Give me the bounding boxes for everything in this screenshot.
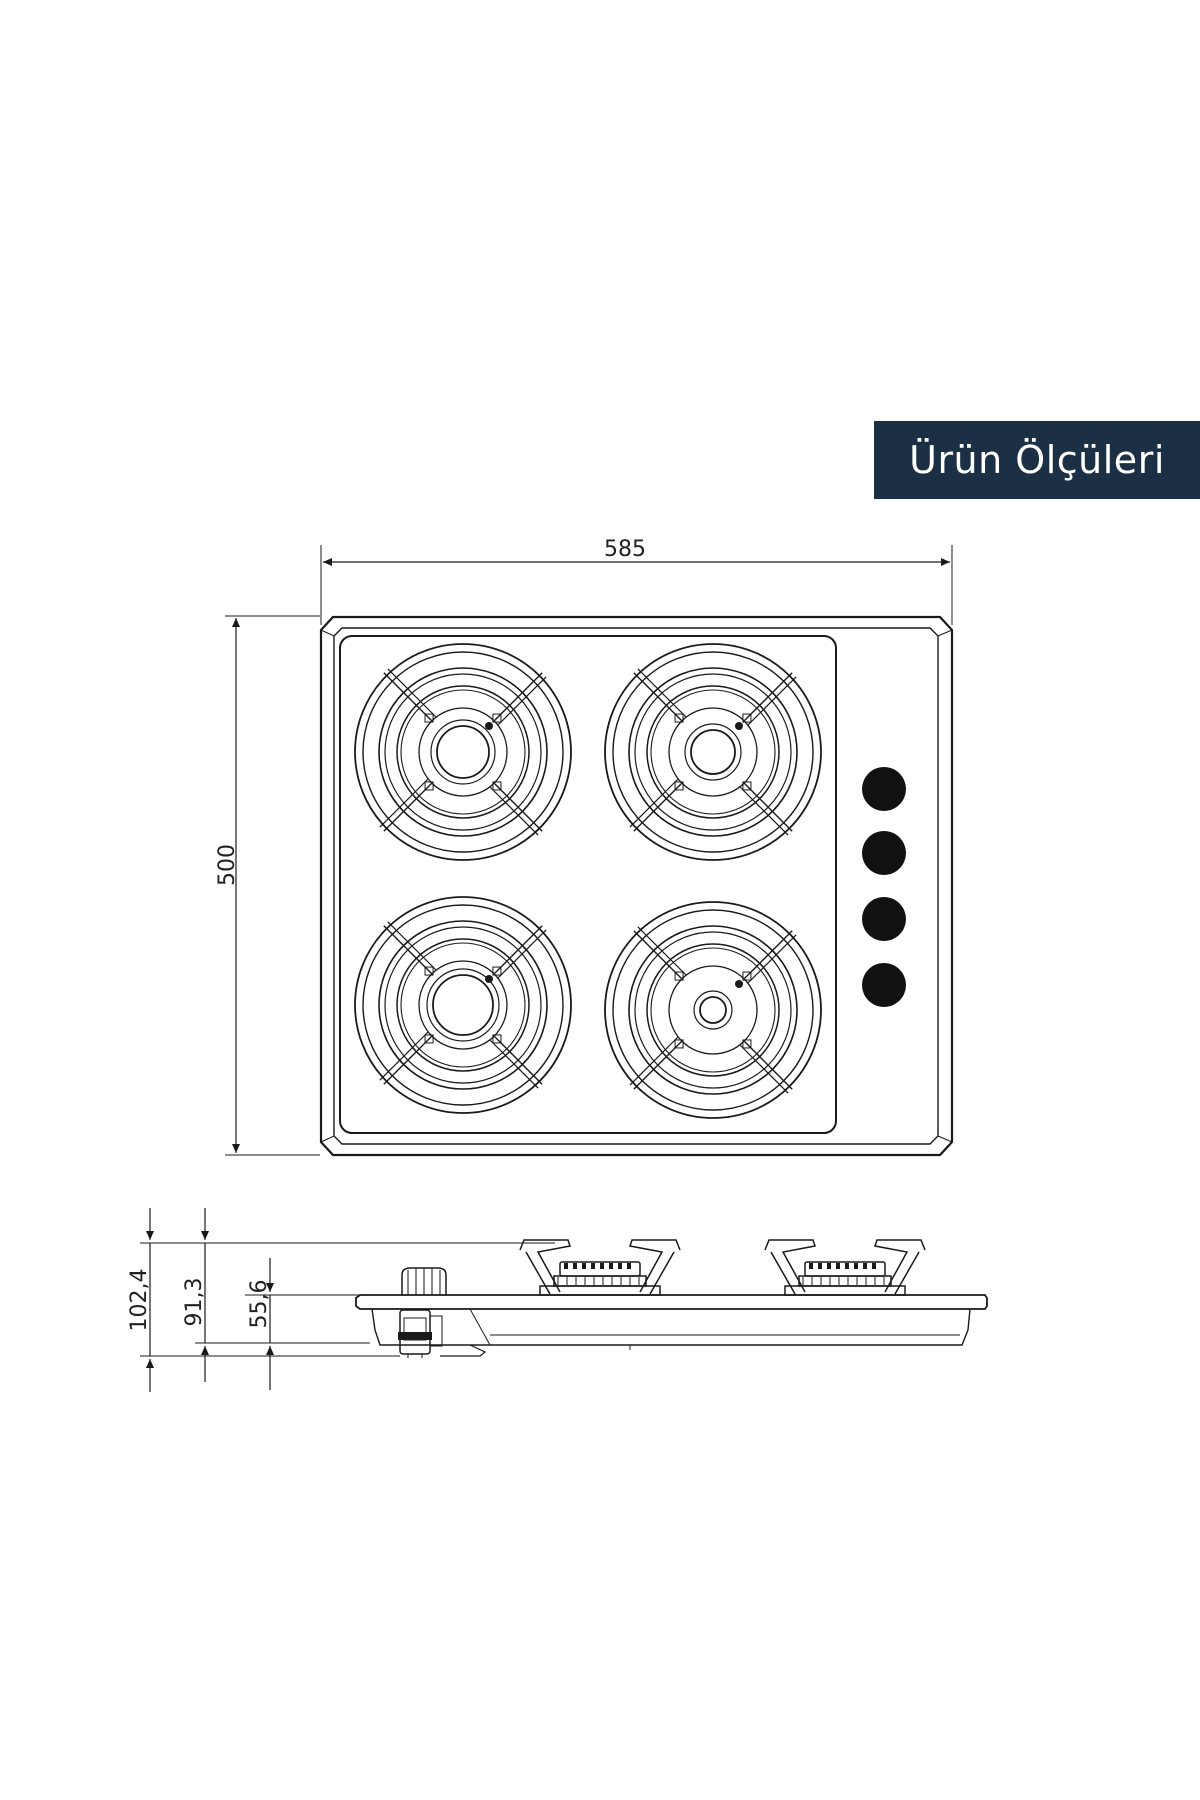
banner-title: Ürün Ölçüleri xyxy=(909,438,1165,482)
control-knob-4 xyxy=(862,963,906,1007)
burner-top-left xyxy=(354,643,572,861)
burner-bottom-left xyxy=(354,896,572,1114)
control-knob-2 xyxy=(862,831,906,875)
knob-column xyxy=(862,767,906,1007)
top-view: 585 500 xyxy=(215,537,954,1157)
side-burner-left xyxy=(519,1239,681,1296)
burner-top-right xyxy=(604,643,822,861)
gas-valve xyxy=(398,1309,443,1358)
hob-outline xyxy=(319,615,954,1157)
height-label-102-4: 102,4 xyxy=(127,1269,152,1332)
width-dimension: 585 xyxy=(320,537,953,625)
depth-label: 500 xyxy=(215,844,240,886)
depth-dimension: 500 xyxy=(215,615,320,1156)
title-banner: Ürün Ölçüleri xyxy=(874,421,1200,499)
height-dimensions: 102,4 91,3 55,6 xyxy=(127,1208,555,1392)
side-view: 102,4 91,3 55,6 xyxy=(127,1208,988,1392)
height-label-55-6: 55,6 xyxy=(247,1280,272,1329)
control-knob-3 xyxy=(862,897,906,941)
width-label: 585 xyxy=(604,537,646,562)
side-knob xyxy=(401,1267,447,1295)
control-knob-1 xyxy=(862,767,906,811)
burner-group xyxy=(354,643,822,1119)
height-label-91-3: 91,3 xyxy=(182,1278,207,1327)
burner-bottom-right xyxy=(604,901,822,1119)
hob-side-profile xyxy=(355,1239,988,1358)
side-burner-right xyxy=(764,1239,926,1296)
